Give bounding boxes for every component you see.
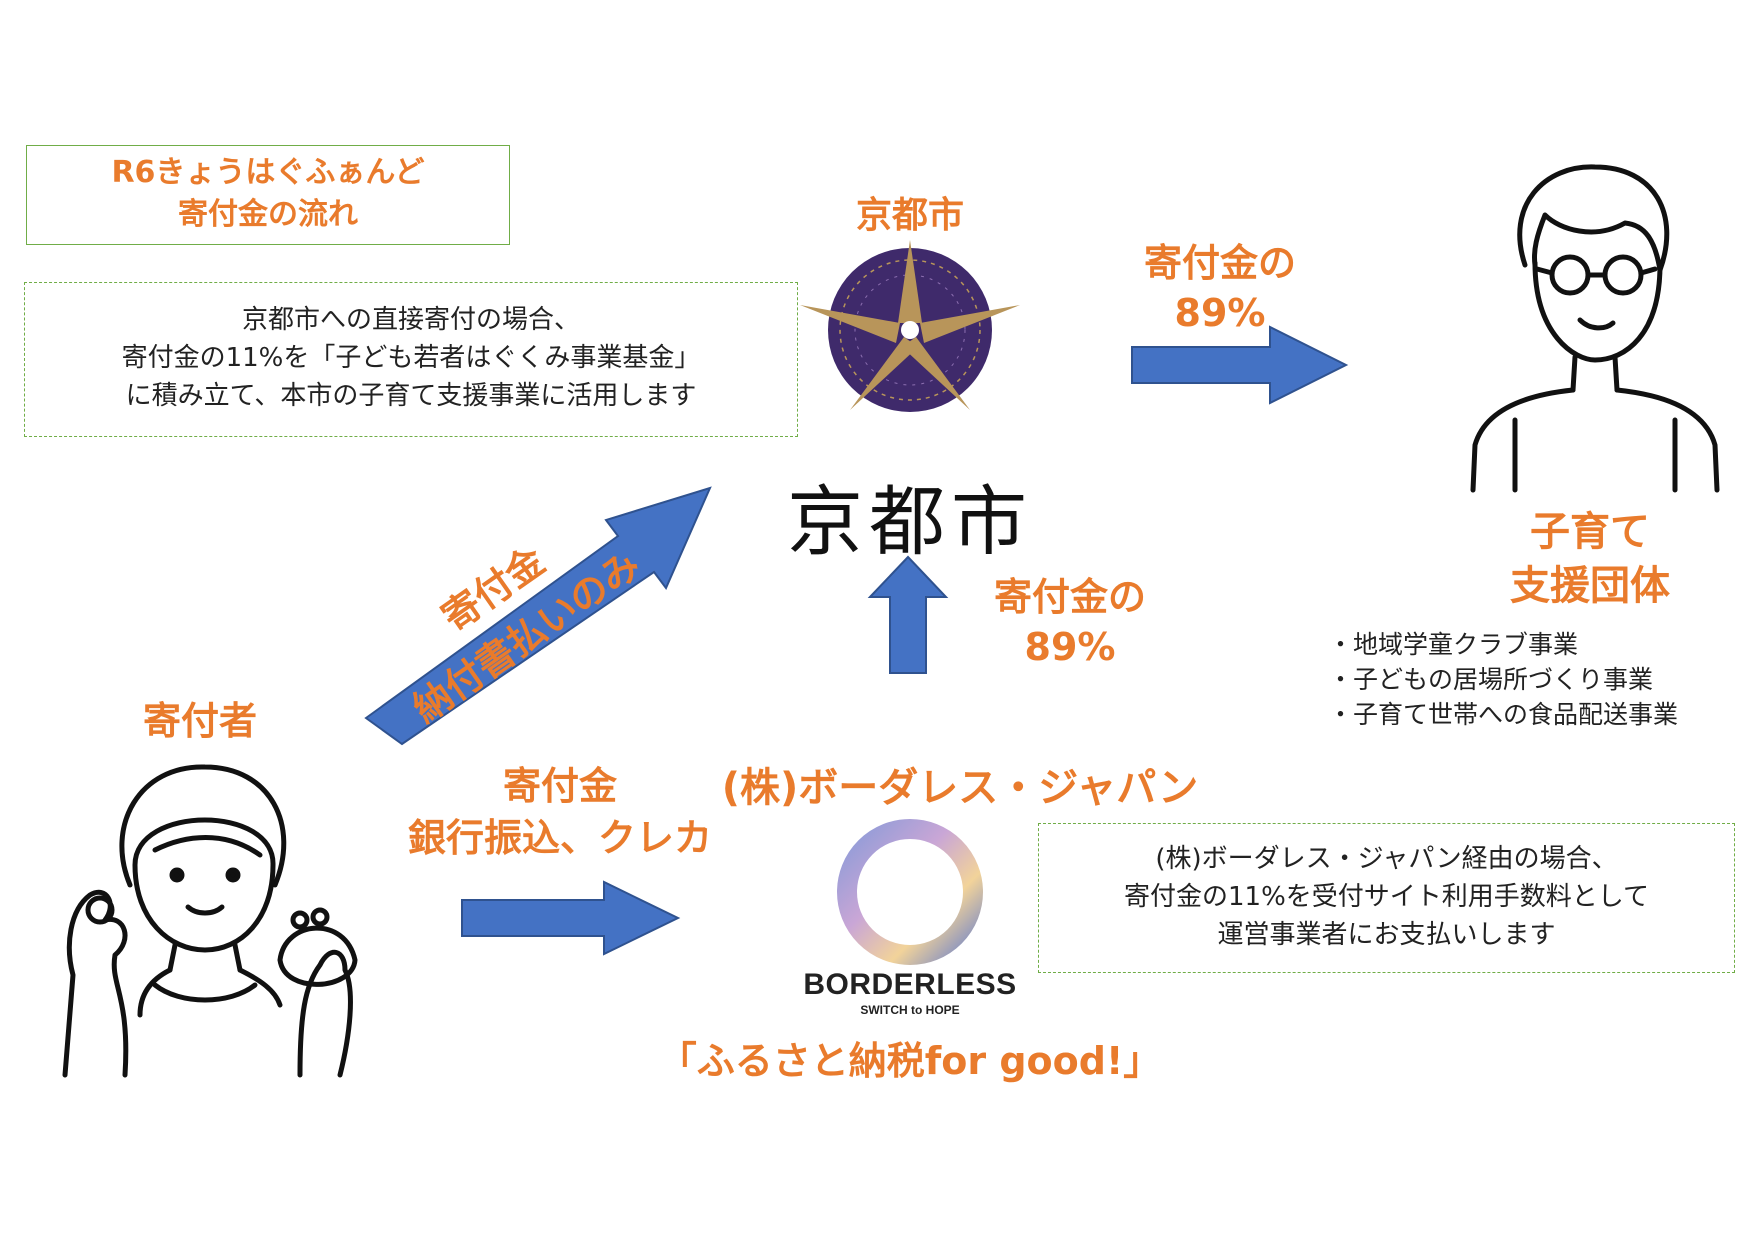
borderless-note-line1: (株)ボーダレス・ジャパン経由の場合、 — [1155, 844, 1618, 874]
flow-title-line1: R6きょうはぐふぁんど — [111, 155, 425, 190]
emblem-star — [800, 240, 1020, 410]
direct-note-line1: 京都市への直接寄付の場合、 — [241, 305, 580, 335]
kyoto-city-emblem — [800, 240, 1020, 412]
donor-person-icon — [62, 764, 358, 1078]
flow-title-box: R6きょうはぐふぁんど 寄付金の流れ — [26, 145, 510, 245]
arrow-to-group-label: 寄付金の 89% — [1110, 238, 1330, 338]
direct-donation-note: 京都市への直接寄付の場合、 寄付金の11%を「子ども若者はぐくみ事業基金」 に積… — [24, 282, 798, 437]
borderless-logo-text: BORDERLESS — [803, 968, 1017, 1001]
borderless-note-line2: 寄付金の11%を受付サイト利用手数料として — [1123, 882, 1649, 912]
arrow-kyoto-to-group — [1131, 325, 1349, 405]
bank-arrow-label: 寄付金 銀行振込、クレカ — [380, 760, 740, 864]
furusato-service-name: 「ふるさと納税for good!」 — [658, 1039, 1162, 1083]
flow-title-line2: 寄付金の流れ — [178, 197, 358, 232]
arrow-donor-to-borderless — [461, 880, 681, 956]
kyoto-city-logotype: 京都市 — [787, 477, 1033, 566]
arrow-from-borderless-label: 寄付金の 89% — [960, 572, 1180, 672]
borderless-note: (株)ボーダレス・ジャパン経由の場合、 寄付金の11%を受付サイト利用手数料とし… — [1038, 823, 1735, 973]
list-item: ・子育て世帯への食品配送事業 — [1328, 700, 1679, 729]
arrow-to-group-line2: 89% — [1174, 291, 1266, 335]
bank-arrow-line2: 銀行振込、クレカ — [407, 816, 712, 860]
direct-note-line2: 寄付金の11%を「子ども若者はぐくみ事業基金」 — [121, 343, 701, 373]
support-group-label: 子育て 支援団体 — [1440, 505, 1740, 613]
kyoto-city-label: 京都市 — [855, 195, 964, 236]
arrow-donor-to-kyoto — [364, 486, 712, 746]
arrow-to-group-line1: 寄付金の — [1143, 241, 1296, 285]
arrow-borderless-to-kyoto — [867, 555, 949, 674]
borderless-ring-icon — [837, 819, 983, 965]
support-group-label-line2: 支援団体 — [1510, 563, 1670, 609]
arrow-from-borderless-line2: 89% — [1024, 625, 1116, 669]
support-group-person-icon — [1470, 164, 1720, 493]
bank-arrow-line1: 寄付金 — [502, 764, 617, 808]
list-item: ・子どもの居場所づくり事業 — [1328, 665, 1654, 694]
arrow-from-borderless-line1: 寄付金の — [993, 575, 1146, 619]
borderless-company-label: (株)ボーダレス・ジャパン — [721, 765, 1199, 811]
donor-label: 寄付者 — [142, 699, 257, 743]
support-group-label-line1: 子育て — [1530, 509, 1650, 555]
borderless-note-line3: 運営事業者にお支払いします — [1217, 920, 1556, 950]
support-project-list: ・地域学童クラブ事業 ・子どもの居場所づくり事業 ・子育て世帯への食品配送事業 — [1328, 627, 1678, 732]
list-item: ・地域学童クラブ事業 — [1328, 630, 1579, 659]
borderless-logo-subtext: SWITCH to HOPE — [860, 1003, 960, 1017]
direct-note-line3: に積み立て、本市の子育て支援事業に活用します — [125, 381, 697, 411]
